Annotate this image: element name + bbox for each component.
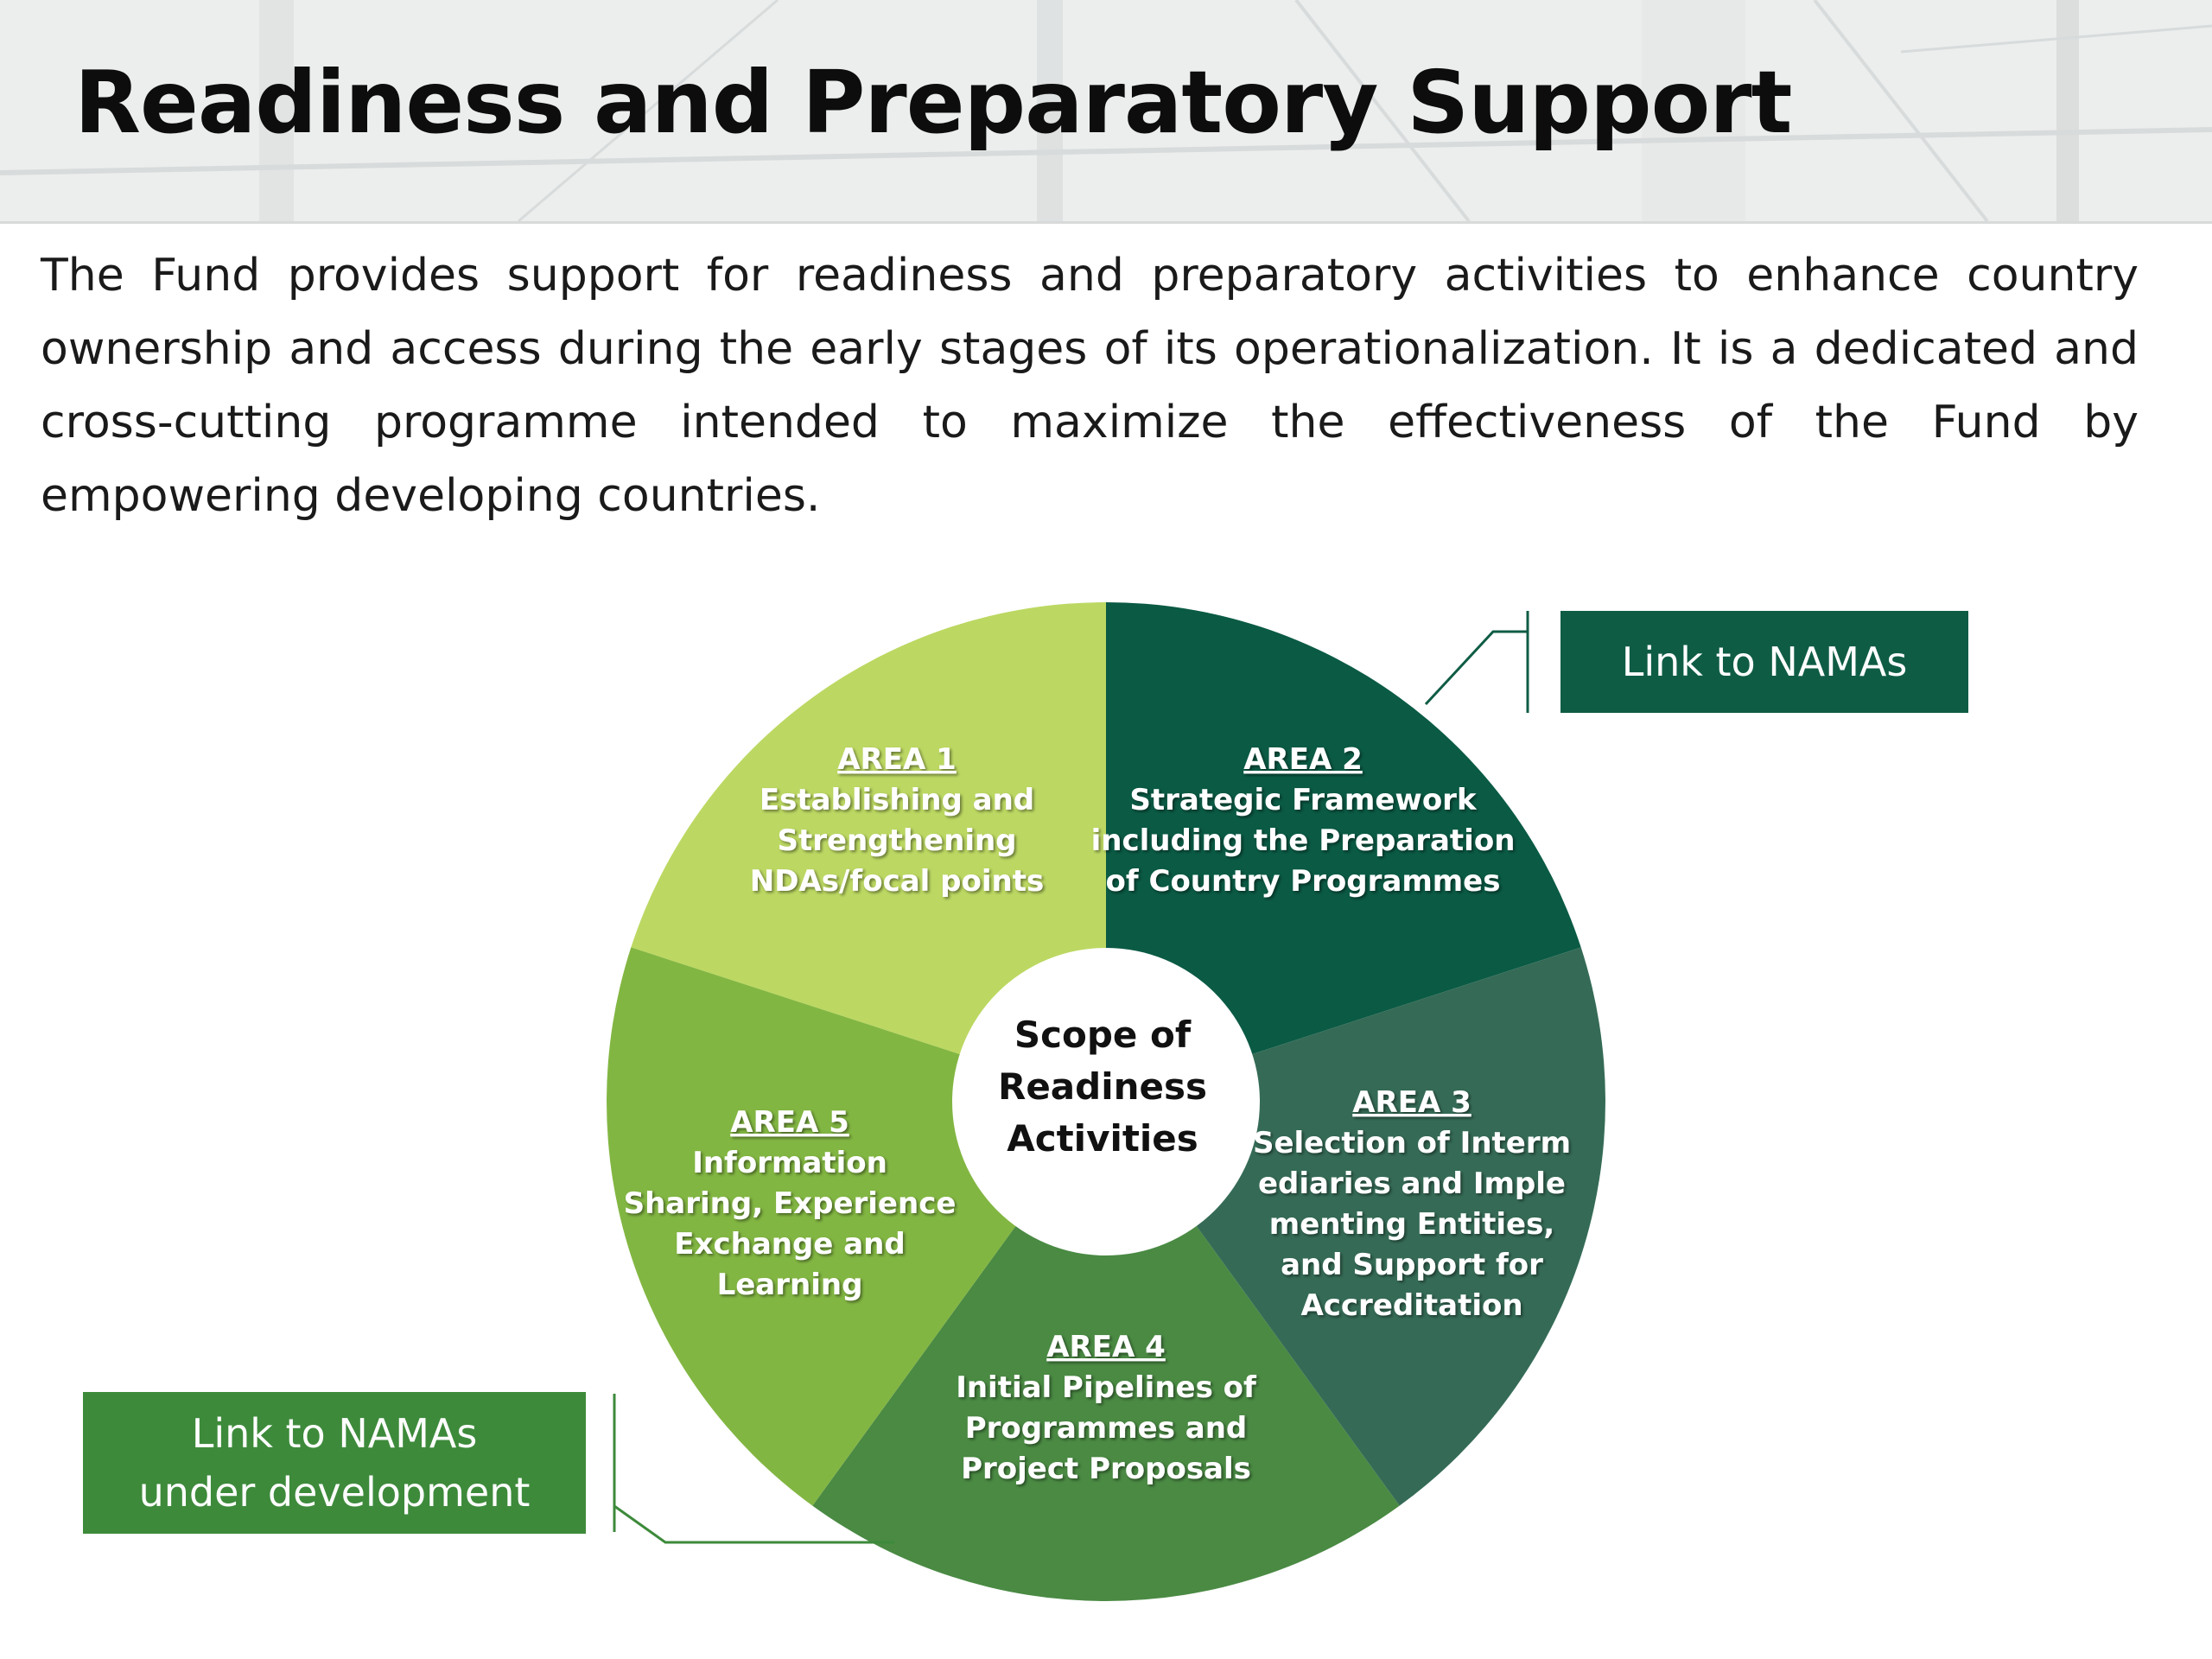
area-3-description-line: and Support for xyxy=(1281,1248,1543,1282)
link-to-namas-callout: Link to NAMAs xyxy=(1560,611,1968,713)
area-5-heading: AREA 5 xyxy=(730,1105,849,1140)
area-3-description-line: menting Entities, xyxy=(1269,1207,1554,1242)
link-to-namas-under-development-callout: Link to NAMAs under development xyxy=(83,1392,586,1534)
area-5-description-line: Learning xyxy=(717,1268,863,1302)
center-label-line-3: Activities xyxy=(1007,1117,1198,1160)
area-3-description-line: Accreditation xyxy=(1300,1288,1522,1323)
area-4-description-line: Initial Pipelines of xyxy=(956,1370,1257,1405)
area-2-description-line: of Country Programmes xyxy=(1106,864,1501,899)
center-label-line-2: Readiness xyxy=(998,1065,1207,1108)
area-3-heading: AREA 3 xyxy=(1352,1085,1471,1120)
area-3-description-line: Selection of Interm xyxy=(1253,1126,1571,1160)
center-label: Scope of Readiness Activities xyxy=(998,1014,1207,1160)
center-label-line-1: Scope of xyxy=(1014,1014,1192,1056)
area-5-description-line: Sharing, Experience xyxy=(624,1186,957,1221)
area-1-description-line: Establishing and xyxy=(760,783,1034,817)
callout-bottom-line-2: under development xyxy=(139,1463,531,1522)
area-4-heading: AREA 4 xyxy=(1046,1330,1166,1364)
link-to-namas-label: Link to NAMAs xyxy=(1622,632,1908,691)
area-1-description-line: NDAs/focal points xyxy=(750,864,1044,899)
area-5-description-line: Information xyxy=(692,1146,887,1180)
callout-top-connector xyxy=(1426,632,1528,704)
area-2-description-line: including the Preparation xyxy=(1091,823,1516,858)
area-2-description-line: Strategic Framework xyxy=(1129,783,1478,817)
area-3-description-line: ediaries and Imple xyxy=(1258,1166,1566,1201)
area-1-description-line: Strengthening xyxy=(777,823,1016,858)
area-5-description-line: Exchange and xyxy=(674,1227,905,1262)
area-2-heading: AREA 2 xyxy=(1243,742,1363,777)
area-4-description-line: Programmes and xyxy=(965,1411,1248,1446)
area-1-heading: AREA 1 xyxy=(837,742,957,777)
callout-bottom-line-1: Link to NAMAs xyxy=(192,1404,478,1463)
area-4-description-line: Project Proposals xyxy=(961,1452,1251,1486)
